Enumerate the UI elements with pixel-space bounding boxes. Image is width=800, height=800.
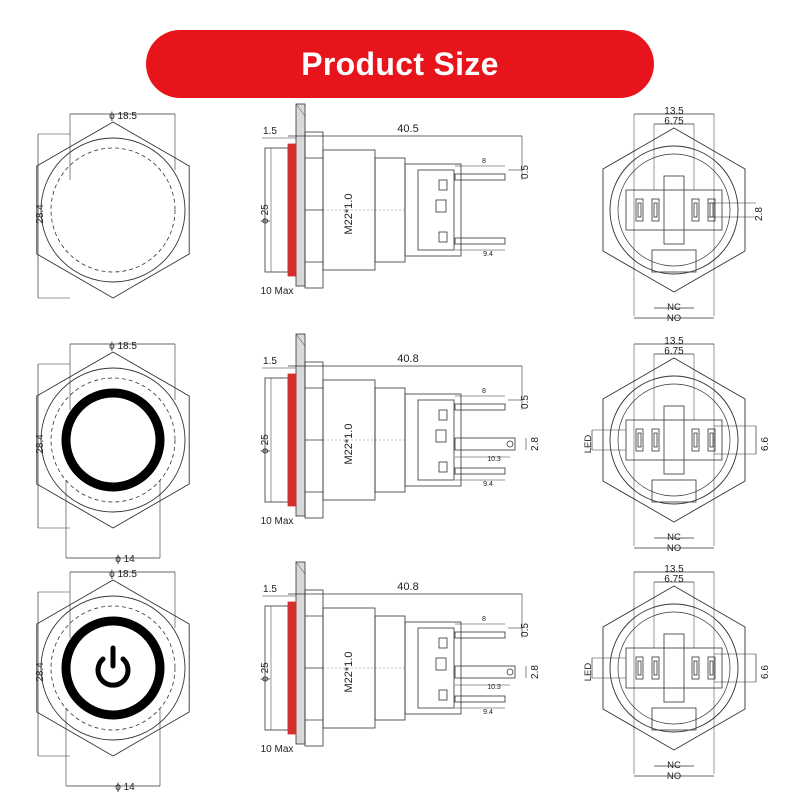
nc-label: NC — [667, 760, 681, 771]
side-view-2: M22*1.0 ϕ 25 1.5 40.8 0.5 8 9.4 10.3 2.8 10 Max — [260, 333, 541, 527]
button-dashed-circle — [50, 605, 176, 731]
rear-body-circle — [609, 375, 739, 505]
rear-hex-outline — [602, 127, 746, 293]
body-diameter-label: ϕ 25 — [260, 662, 271, 682]
led-label: LED — [583, 663, 594, 682]
rear-width-label: 13.5 — [664, 106, 684, 117]
panel-thickness-label: 10 Max — [261, 516, 294, 527]
rear-half-width-label: 6.75 — [664, 574, 684, 585]
rear-hex-outline — [602, 357, 746, 523]
thread-label: M22*1.0 — [343, 424, 355, 465]
rear-half-width-label: 6.75 — [664, 116, 684, 127]
pin-length-bottom-label: 9.4 — [483, 481, 493, 488]
pin-gap-label: 0.5 — [520, 623, 531, 637]
led-label: LED — [583, 435, 594, 454]
pin-mid-label: 10.3 — [487, 456, 501, 463]
front-view-3: ϕ 18.5 28.4 ϕ 14 — [35, 569, 190, 793]
pin-mid-label: 10.3 — [487, 684, 501, 691]
button-dashed-circle — [50, 377, 176, 503]
rear-inner-circle — [617, 611, 731, 725]
bezel-circle — [40, 595, 186, 741]
panel-thickness-label: 10 Max — [261, 286, 294, 297]
overall-length-label: 40.8 — [397, 353, 418, 365]
height-label: 28.4 — [35, 204, 46, 224]
hex-nut-outline — [36, 121, 190, 299]
title-banner: Product Size — [146, 30, 654, 98]
pin-length-top-label: 8 — [482, 616, 486, 623]
height-label: 28.4 — [35, 662, 46, 682]
led-ring-symbol — [61, 388, 165, 492]
bezel-circle — [40, 367, 186, 513]
rear-hex-outline — [602, 585, 746, 751]
flange-thickness-label: 1.5 — [263, 356, 277, 367]
panel-thickness-label: 10 Max — [261, 744, 294, 755]
led-pitch-label: 6.6 — [760, 665, 771, 679]
no-label: NO — [667, 771, 681, 782]
pin-gap-label: 0.5 — [520, 395, 531, 409]
pin-hole — [506, 440, 514, 448]
thread-label: M22*1.0 — [343, 194, 355, 235]
led-pitch-label: 6.6 — [760, 437, 771, 451]
outer-diameter-label: ϕ 18.5 — [109, 341, 137, 352]
body-diameter-label: ϕ 25 — [260, 434, 271, 454]
pin-length-top-label: 8 — [482, 158, 486, 165]
outer-diameter-label: ϕ 18.5 — [109, 111, 137, 122]
height-label: 28.4 — [35, 434, 46, 454]
no-label: NO — [667, 543, 681, 554]
rear-width-label: 13.5 — [664, 336, 684, 347]
rear-body-circle — [609, 145, 739, 275]
led-ring-symbol — [61, 616, 165, 720]
rear-inner-circle — [617, 153, 731, 267]
nc-label: NC — [667, 302, 681, 313]
flange-thickness-label: 1.5 — [263, 584, 277, 595]
front-view-2: ϕ 18.5 28.4 ϕ 14 — [35, 341, 190, 565]
outer-diameter-label: ϕ 18.5 — [109, 569, 137, 580]
pin-height-label: 2.8 — [530, 665, 541, 679]
hex-nut-outline — [36, 351, 190, 529]
overall-length-label: 40.8 — [397, 581, 418, 593]
front-view-1: ϕ 18.5 28.4 — [35, 111, 190, 299]
side-view-1: M22*1.0 ϕ 25 1.5 40.5 0.5 8 9.4 10 Max — [260, 103, 531, 297]
thread-label: M22*1.0 — [343, 652, 355, 693]
button-dashed-circle — [50, 147, 176, 273]
inner-diameter-label: ϕ 14 — [115, 554, 135, 565]
pin-gap-label: 0.5 — [520, 165, 531, 179]
rear-half-width-label: 6.75 — [664, 346, 684, 357]
overall-length-label: 40.5 — [397, 123, 418, 135]
page-title: Product Size — [301, 45, 499, 82]
rear-body-circle — [609, 603, 739, 733]
hex-nut-outline — [36, 579, 190, 757]
flange-thickness-label: 1.5 — [263, 126, 277, 137]
pin-height-label: 2.8 — [530, 437, 541, 451]
body-diameter-label: ϕ 25 — [260, 204, 271, 224]
bezel-circle — [40, 137, 186, 283]
pin-length-bottom-label: 9.4 — [483, 709, 493, 716]
pin-hole — [506, 668, 514, 676]
pin-length-top-label: 8 — [482, 388, 486, 395]
no-label: NO — [667, 313, 681, 324]
pin-pitch-label: 2.8 — [754, 207, 765, 221]
inner-diameter-label: ϕ 14 — [115, 782, 135, 793]
nc-label: NC — [667, 532, 681, 543]
pin-length-bottom-label: 9.4 — [483, 251, 493, 258]
side-view-3: M22*1.0 ϕ 25 1.5 40.8 0.5 8 9.4 10.3 2.8 10 Max — [260, 561, 541, 755]
rear-inner-circle — [617, 383, 731, 497]
power-icon — [95, 656, 131, 688]
rear-width-label: 13.5 — [664, 564, 684, 575]
